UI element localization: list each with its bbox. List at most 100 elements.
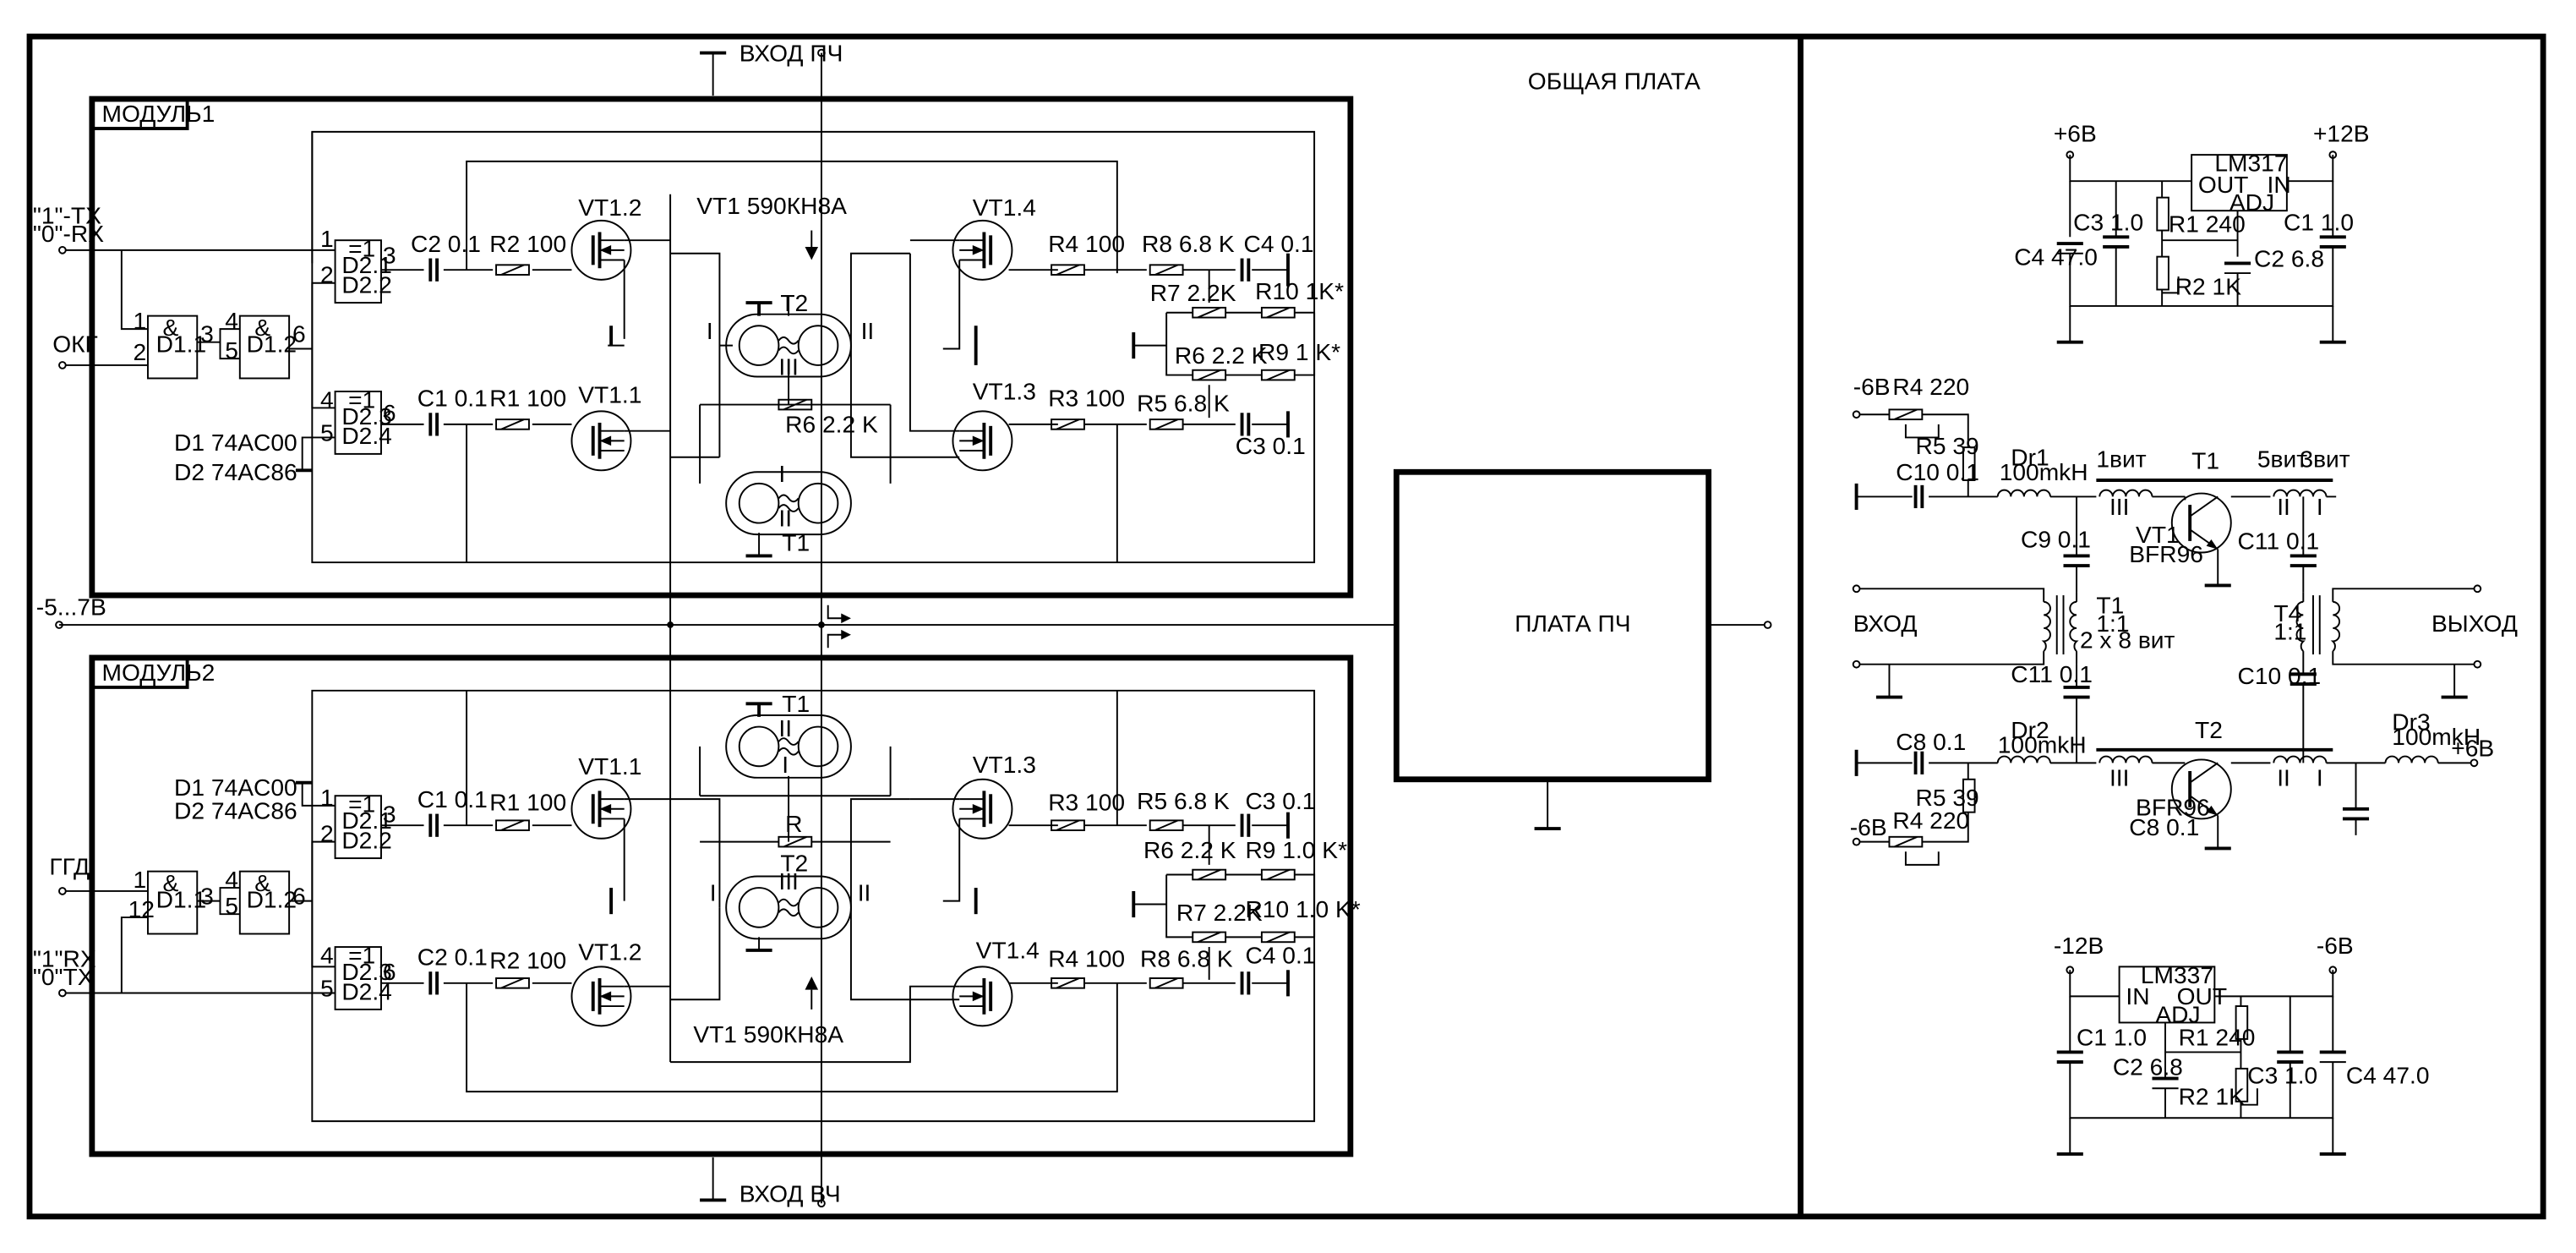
schematic-label: C11 0.1 <box>2238 528 2320 555</box>
schematic-label: 5 <box>225 337 238 364</box>
schematic-label: II <box>2277 764 2290 791</box>
schematic-label: -6В <box>2317 932 2354 959</box>
schematic-label: R9 1.0 K* <box>1245 836 1347 863</box>
schematic-label: 1:1 <box>2096 610 2129 637</box>
schematic-label: C10 0.1 <box>1896 458 1979 485</box>
schematic-label: R10 1.0 K* <box>1245 895 1360 922</box>
schematic-label: R5 39 <box>1916 784 1979 811</box>
schematic-label: R5 6.8 K <box>1137 389 1230 416</box>
schematic-label: 6 <box>292 320 306 347</box>
schematic-label: I <box>778 460 785 487</box>
schematic-label: VT1.3 <box>973 378 1036 405</box>
schematic-label: R5 39 <box>1916 432 1979 459</box>
module2: МОДУЛЬ2 ГГД "1"RX "0"TX &D1.1 112 &D1.2 … <box>33 654 1361 1157</box>
schematic-label: BFR96 <box>2129 540 2203 567</box>
schematic-label: R1 240 <box>2169 210 2246 237</box>
schematic-label: IN <box>2268 171 2291 198</box>
schematic-label: ВЫХОД <box>2431 610 2518 637</box>
schematic-label: 3 <box>383 241 396 268</box>
schematic-label: -6В <box>1850 813 1887 840</box>
amplifier: -6В R4 220 R5 39 Dr1 100mkH C10 0.1 1вит… <box>1850 373 2518 866</box>
schematic-label: C2 0.1 <box>411 230 481 257</box>
schematic-label: 3 <box>383 800 396 827</box>
schematic-label: R2 100 <box>489 946 566 973</box>
schematic-label: 3 <box>200 320 214 347</box>
schematic-label: D1.2 <box>247 885 297 912</box>
schematic-label: "1"-TX <box>33 202 101 229</box>
schematic-label: C8 0.1 <box>2129 813 2199 840</box>
main-board-label: ОБЩАЯ ПЛАТА <box>1528 67 1700 94</box>
schematic-label: 5вит <box>2257 445 2307 472</box>
schematic-label: Dr1 <box>2011 444 2049 471</box>
schematic-label: 100mkH <box>2000 458 2088 485</box>
schematic-label: VT1.2 <box>578 938 641 966</box>
schematic-label: 5 <box>320 974 334 1001</box>
schematic-label: C4 0.1 <box>1244 230 1314 257</box>
negative-regulator: -12В -6В LM337 IN OUT ADJ C1 1.0 R1 240 … <box>2054 932 2430 1156</box>
schematic-label: R4 220 <box>1892 807 1969 834</box>
schematic-label: R1 240 <box>2179 1024 2256 1051</box>
schematic-label: II <box>861 317 875 344</box>
schematic-label: T1 <box>782 690 810 717</box>
schematic-label: C3 1.0 <box>2073 209 2143 236</box>
schematic-label: ADJ <box>2155 1000 2200 1027</box>
rf-input-label: ВХОД ВЧ <box>740 1179 841 1206</box>
schematic-label: 6 <box>383 958 396 985</box>
schematic-label: 2 <box>320 261 334 288</box>
schematic-label: 5 <box>225 892 238 919</box>
schematic-label: R6 2.2 K <box>1175 342 1268 369</box>
schematic-label: C9 0.1 <box>2021 526 2091 553</box>
schematic-label: =1 <box>348 791 375 818</box>
schematic-label: 4 <box>320 386 334 413</box>
schematic-label: Dr3 <box>2392 708 2430 735</box>
schematic-label: 100mkH <box>2392 723 2480 750</box>
schematic-label: =1 <box>348 235 375 262</box>
schematic-label: D2 74AC86 <box>174 458 297 485</box>
schematic-label: 4 <box>225 866 238 893</box>
schematic-label: =1 <box>348 941 375 968</box>
schematic-label: & <box>254 869 270 896</box>
schematic-label: C1 0.1 <box>418 785 488 813</box>
schematic-label: VT1.2 <box>578 194 641 221</box>
schematic-label: R8 6.8 K <box>1140 944 1233 971</box>
schematic-label: VT1.1 <box>578 381 641 408</box>
schematic-label: T1 <box>2096 591 2124 618</box>
schematic-label: R5 6.8 K <box>1137 787 1230 814</box>
schematic-label: D2.4 <box>341 977 392 1004</box>
schematic-label: C1 1.0 <box>2077 1024 2147 1051</box>
schematic-label: Dr2 <box>2011 716 2049 743</box>
schematic-label: C1 0.1 <box>418 385 488 412</box>
schematic-label: T1 <box>2191 446 2219 473</box>
schematic-label: +6В <box>2054 120 2097 147</box>
schematic-label: VT1 590КН8А <box>696 192 847 219</box>
schematic-label: C2 6.8 <box>2254 244 2324 271</box>
schematic-label: C10 0.1 <box>2238 662 2322 689</box>
schematic-label: VT1 590КН8А <box>693 1020 843 1048</box>
schematic-label: C3 1.0 <box>2247 1061 2317 1088</box>
schematic-label: C2 0.1 <box>418 943 488 970</box>
schematic-label: =1 <box>348 386 375 413</box>
schematic-label: C4 0.1 <box>1245 941 1315 968</box>
schematic-label: 2 <box>320 820 334 847</box>
schematic-label: & <box>162 314 178 341</box>
schematic-label: D2.2 <box>341 826 392 853</box>
schematic-label: & <box>162 869 178 896</box>
schematic-label: VT1.3 <box>973 751 1036 778</box>
schematic-label: D1.2 <box>247 330 297 357</box>
schematic-label: 2 x 8 вит <box>2080 626 2175 653</box>
schematic-label: 1:1 <box>2273 618 2306 645</box>
schematic-label: D2.1 <box>341 807 392 834</box>
schematic-label: R7 2.2K <box>1176 899 1263 926</box>
schematic-label: 4 <box>320 941 334 968</box>
schematic-label: R10 1K* <box>1255 277 1344 304</box>
schematic-label: 3 <box>200 883 214 910</box>
schematic-label: III <box>2109 493 2129 520</box>
schematic-label: D2.4 <box>341 422 392 449</box>
schematic-label: 12 <box>128 895 155 922</box>
outer-frame <box>26 33 2546 1220</box>
schematic-label: R2 1K <box>2175 272 2242 299</box>
schematic-label: 1 <box>133 866 146 893</box>
schematic-label: C4 47.0 <box>2014 243 2098 270</box>
schematic-label: C3 0.1 <box>1236 432 1306 459</box>
